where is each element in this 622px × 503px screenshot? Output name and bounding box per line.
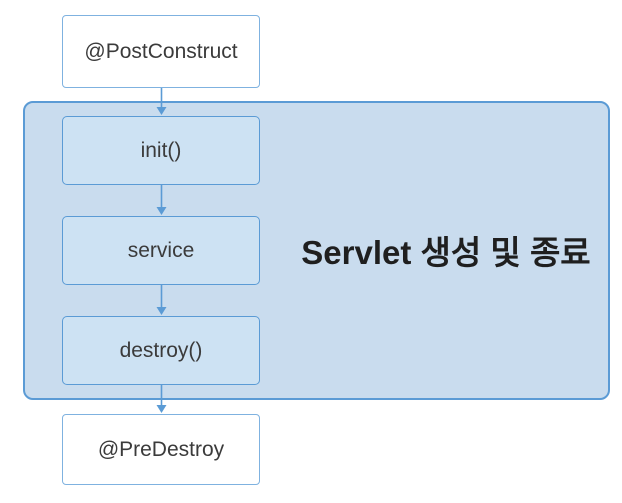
- node-post-construct-label: @PostConstruct: [84, 39, 238, 63]
- node-post-construct: @PostConstruct: [62, 15, 260, 88]
- node-destroy-label: destroy(): [119, 338, 203, 362]
- node-pre-destroy-label: @PreDestroy: [97, 437, 225, 461]
- node-destroy: destroy(): [62, 316, 260, 385]
- node-service: service: [62, 216, 260, 285]
- diagram-title: Servlet 생성 및 종료: [301, 234, 591, 271]
- node-pre-destroy: @PreDestroy: [62, 414, 260, 485]
- node-init-label: init(): [140, 138, 182, 162]
- node-service-label: service: [127, 238, 195, 262]
- node-init: init(): [62, 116, 260, 185]
